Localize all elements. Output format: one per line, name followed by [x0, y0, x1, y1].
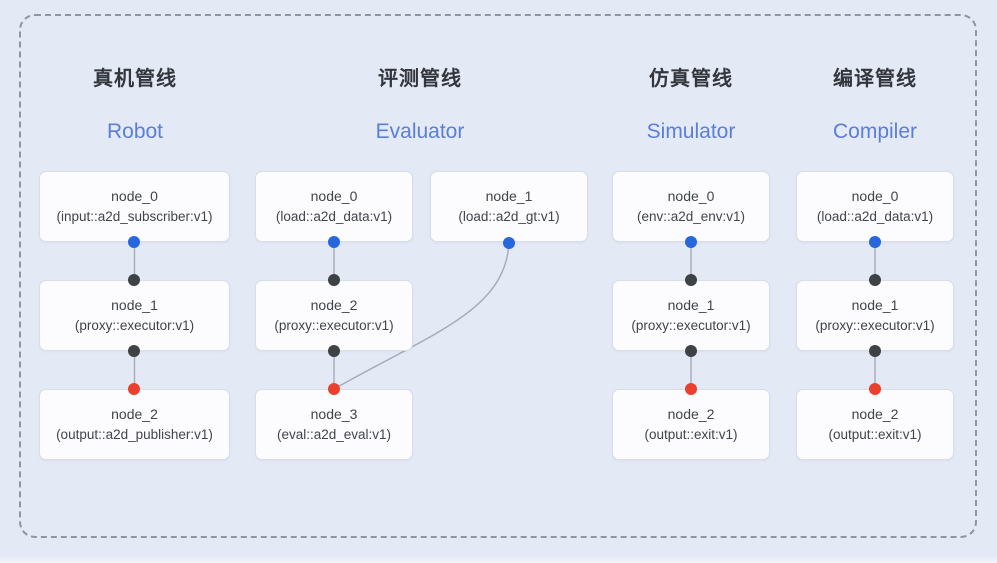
node-card-sim-node1: node_1 (proxy::executor:v1) [612, 280, 770, 351]
node-title: node_2 [111, 406, 158, 422]
port-dot-black [869, 345, 881, 357]
node-card-eval-node0: node_0 (load::a2d_data:v1) [255, 171, 413, 242]
port-dot-black [869, 274, 881, 286]
node-impl: (load::a2d_gt:v1) [458, 209, 560, 224]
node-card-robot-node1: node_1 (proxy::executor:v1) [39, 280, 230, 351]
node-impl: (output::exit:v1) [644, 427, 738, 442]
port-dot-black [685, 274, 697, 286]
port-dot-blue [869, 236, 881, 248]
pipeline-title-en-compiler: Compiler [832, 120, 918, 143]
node-title: node_1 [851, 297, 899, 313]
pipeline-title-en-evaluator: Evaluator [375, 120, 465, 143]
node-card-robot-node2: node_2 (output::a2d_publisher:v1) [39, 389, 230, 460]
pipeline-title-zh-simulator: 仿真管线 [649, 68, 733, 90]
node-impl: (eval::a2d_eval:v1) [276, 427, 392, 442]
port-dot-blue [328, 236, 340, 248]
node-title: node_2 [310, 297, 358, 313]
node-card-comp-node1: node_1 (proxy::executor:v1) [796, 280, 954, 351]
port-dot-black [128, 274, 140, 286]
node-title: node_3 [310, 406, 358, 422]
node-title: node_2 [667, 406, 715, 422]
node-card-comp-node0: node_0 (load::a2d_data:v1) [796, 171, 954, 242]
pipeline-title-zh-robot: 真机管线 [93, 68, 177, 90]
node-title: node_0 [667, 188, 715, 204]
node-impl: (load::a2d_data:v1) [275, 209, 393, 224]
node-impl: (proxy::executor:v1) [274, 318, 394, 333]
pipeline-title-en-robot: Robot [106, 120, 164, 143]
node-impl: (env::a2d_env:v1) [636, 209, 746, 224]
node-title: node_1 [667, 297, 715, 313]
port-dot-red [328, 383, 340, 395]
port-dot-black [328, 345, 340, 357]
node-impl: (output::exit:v1) [828, 427, 922, 442]
node-impl: (output::a2d_publisher:v1) [56, 427, 213, 442]
node-impl: (proxy::executor:v1) [815, 318, 935, 333]
node-impl: (proxy::executor:v1) [631, 318, 751, 333]
pipeline-title-zh-evaluator: 评测管线 [378, 68, 462, 90]
port-dot-red [128, 383, 140, 395]
port-dot-black [328, 274, 340, 286]
node-title: node_0 [851, 188, 899, 204]
node-title: node_1 [111, 297, 158, 313]
node-impl: (proxy::executor:v1) [74, 318, 195, 333]
node-card-eval-node1: node_1 (load::a2d_gt:v1) [430, 171, 588, 242]
node-title: node_1 [485, 188, 533, 204]
port-dot-blue [685, 236, 697, 248]
node-card-robot-node0: node_0 (input::a2d_subscriber:v1) [39, 171, 230, 242]
node-card-eval-node2: node_2 (proxy::executor:v1) [255, 280, 413, 351]
node-card-eval-node3: node_3 (eval::a2d_eval:v1) [255, 389, 413, 460]
port-dot-red [685, 383, 697, 395]
port-dot-blue [128, 236, 140, 248]
node-impl: (load::a2d_data:v1) [816, 209, 934, 224]
port-dot-black [128, 345, 140, 357]
node-card-comp-node2: node_2 (output::exit:v1) [796, 389, 954, 460]
pipeline-title-en-simulator: Simulator [646, 120, 736, 143]
edge-eval-n1-n3-curve [333, 242, 510, 390]
node-title: node_0 [111, 188, 158, 204]
node-impl: (input::a2d_subscriber:v1) [56, 209, 213, 224]
node-title: node_2 [851, 406, 899, 422]
pipeline-group-border [19, 14, 977, 538]
pipeline-title-zh-compiler: 编译管线 [833, 68, 917, 90]
node-title: node_0 [310, 188, 358, 204]
port-dot-black [685, 345, 697, 357]
port-dot-red [869, 383, 881, 395]
node-card-sim-node2: node_2 (output::exit:v1) [612, 389, 770, 460]
node-card-sim-node0: node_0 (env::a2d_env:v1) [612, 171, 770, 242]
port-dot-blue [503, 237, 515, 249]
